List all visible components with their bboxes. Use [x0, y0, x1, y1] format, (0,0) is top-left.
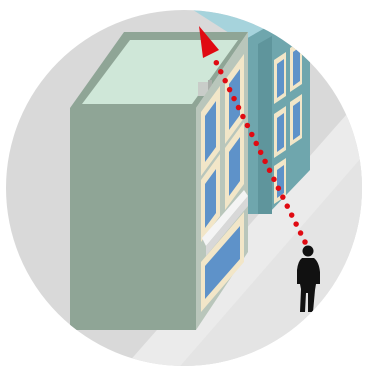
main-building: [70, 32, 248, 330]
person-head: [303, 246, 314, 257]
rear-building-side: [258, 36, 272, 214]
main-building-front: [70, 108, 196, 330]
scene-group: [70, 8, 368, 372]
